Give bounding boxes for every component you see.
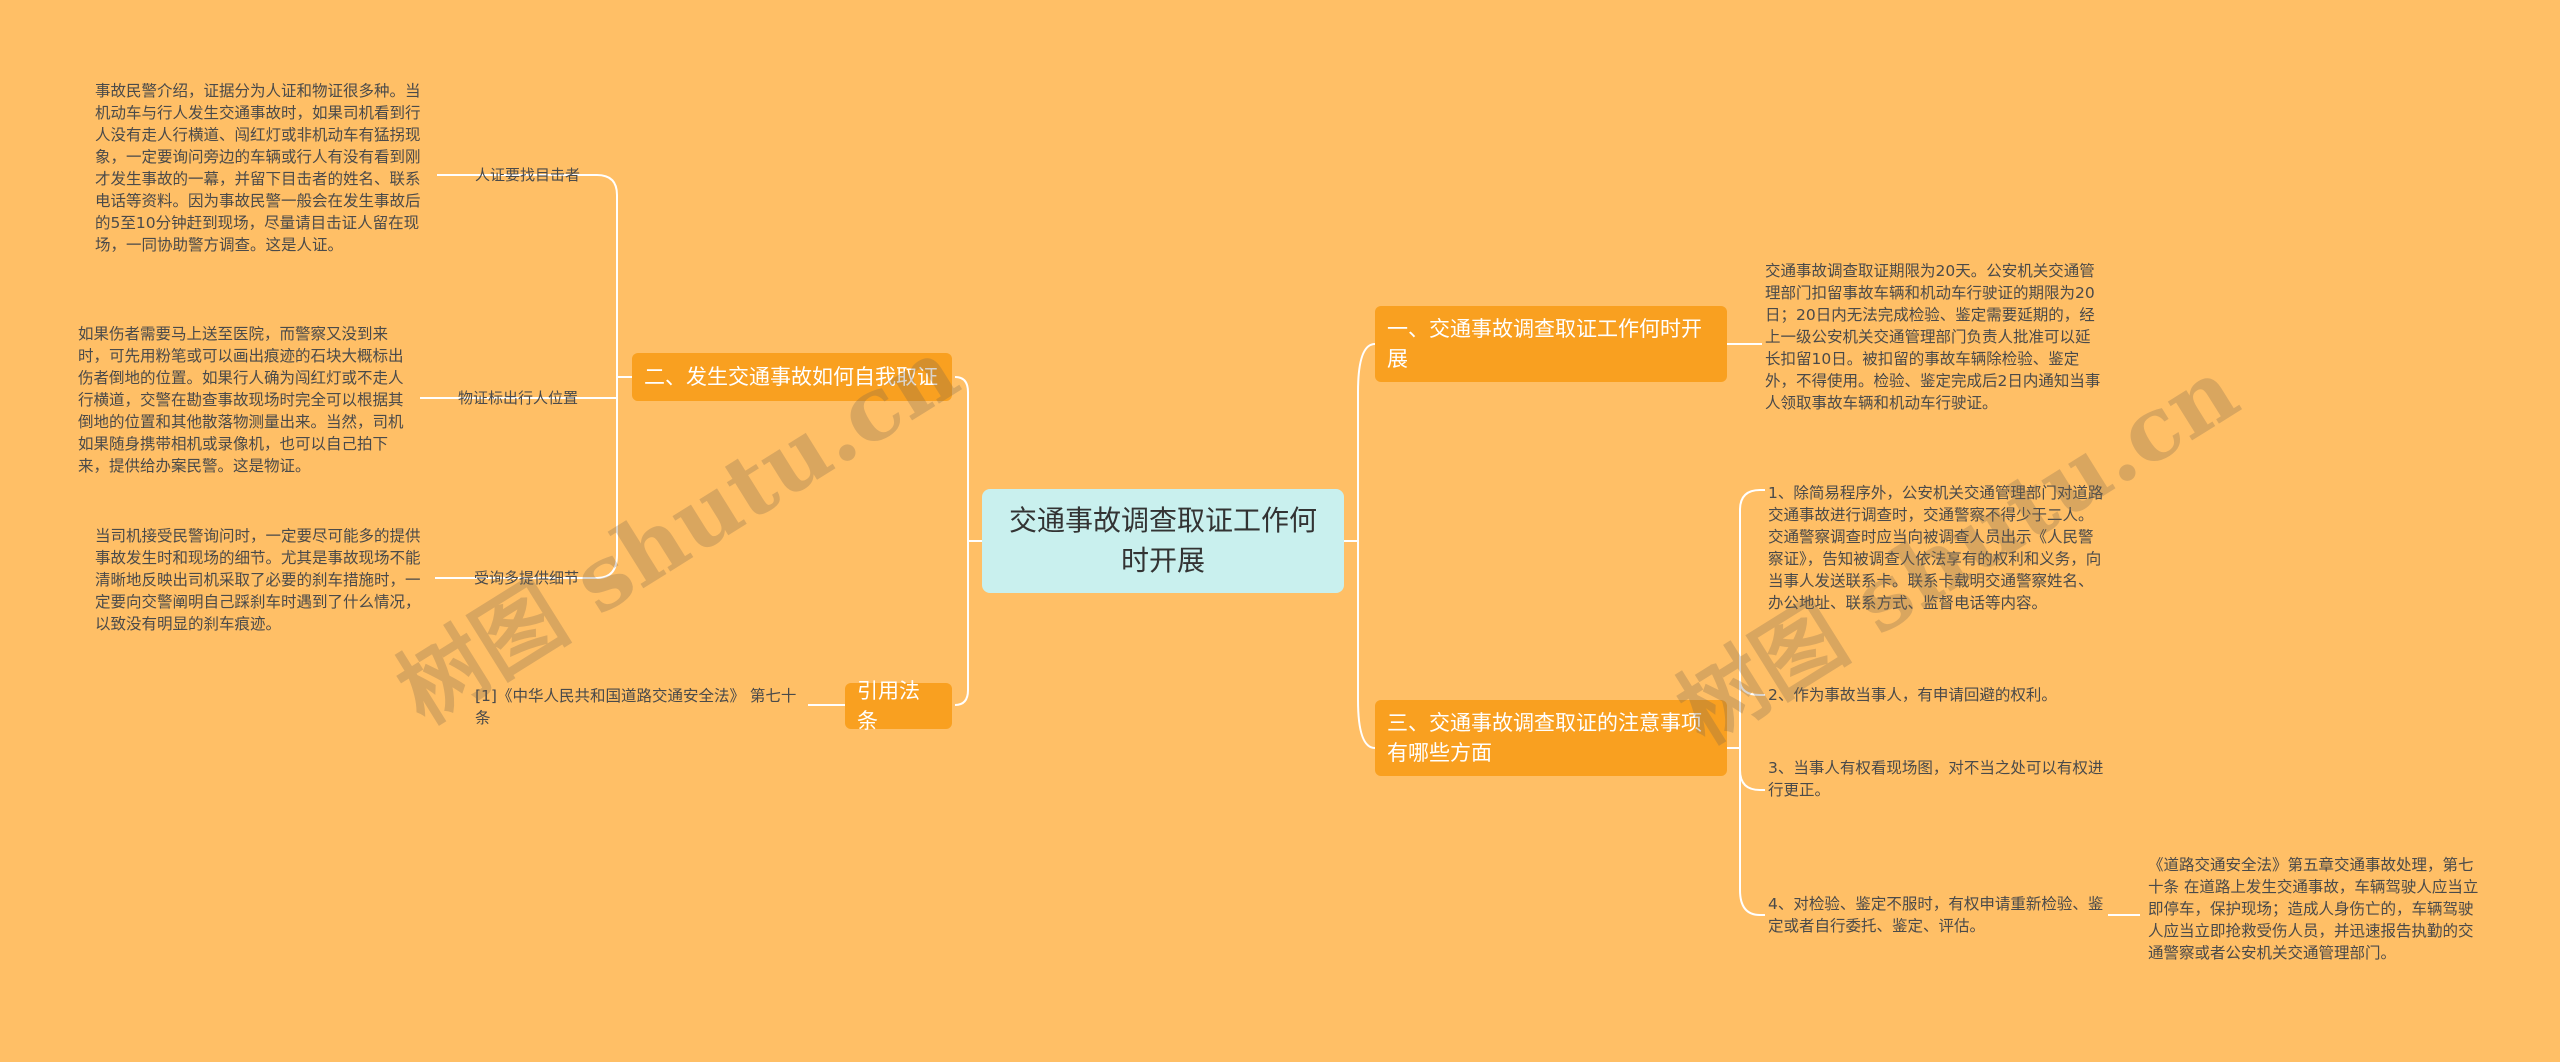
link-root-b1	[1344, 343, 1376, 542]
leaf-witness-text: 事故民警介绍，证据分为人证和物证很多种。当机动车与行人发生交通事故时，如果司机看…	[95, 82, 421, 254]
leaf-witness[interactable]: 人证要找目击者	[475, 164, 595, 186]
link-b3-items	[1727, 489, 1765, 749]
branch-self-evidence-label: 二、发生交通事故如何自我取证	[644, 365, 938, 389]
link-root-ref	[954, 541, 969, 706]
leaf-witness-label: 人证要找目击者	[475, 166, 581, 184]
leaf-details[interactable]: 受询多提供细节	[474, 567, 599, 589]
branch-notes-label: 三、交通事故调查取证的注意事项有哪些方面	[1387, 711, 1702, 765]
branch-reference-label: 引用法条	[857, 679, 920, 733]
leaf-physical-evidence[interactable]: 物证标出行人位置	[458, 387, 598, 409]
leaf-physical-evidence-text: 如果伤者需要马上送至医院，而警察又没到来时，可先用粉笔或可以画出痕迹的石块大概标…	[78, 325, 404, 475]
leaf-details-text: 当司机接受民警询问时，一定要尽可能多的提供事故发生时和现场的细节。尤其是事故现场…	[95, 527, 421, 633]
link-root-b2	[954, 376, 982, 542]
notes-item-4-detail: 《道路交通安全法》第五章交通事故处理，第七十条 在道路上发生交通事故，车辆驾驶人…	[2148, 856, 2479, 962]
branch-when-start-text: 交通事故调查取证期限为20天。公安机关交通管理部门扣留事故车辆和机动车行驶证的期…	[1765, 262, 2101, 412]
branch-reference[interactable]: 引用法条	[845, 679, 952, 733]
link-root-b3	[1357, 541, 1376, 749]
root-topic-label: 交通事故调查取证工作何时开展	[1008, 504, 1317, 577]
link-b2-leaves	[437, 174, 632, 378]
leaf-details-label: 受询多提供细节	[474, 569, 580, 587]
leaf-physical-evidence-label: 物证标出行人位置	[458, 389, 579, 407]
notes-item-1: 1、除简易程序外，公安机关交通管理部门对道路交通事故进行调查时，交通警察不得少于…	[1768, 484, 2104, 612]
branch-notes[interactable]: 三、交通事故调查取证的注意事项有哪些方面	[1375, 700, 1727, 776]
branch-self-evidence[interactable]: 二、发生交通事故如何自我取证	[632, 353, 952, 401]
branch-when-start-label: 一、交通事故调查取证工作何时开展	[1387, 317, 1702, 371]
notes-item-4: 4、对检验、鉴定不服时，有权申请重新检验、鉴定或者自行委托、鉴定、评估。	[1768, 895, 2104, 935]
root-topic[interactable]: 交通事故调查取证工作何时开展	[982, 489, 1344, 593]
branch-when-start[interactable]: 一、交通事故调查取证工作何时开展	[1375, 306, 1727, 382]
notes-item-3: 3、当事人有权看现场图，对不当之处可以有权进行更正。	[1768, 759, 2104, 799]
notes-item-2: 2、作为事故当事人，有申请回避的权利。	[1768, 686, 2057, 704]
reference-text: [1]《中华人民共和国道路交通安全法》 第七十条	[475, 687, 797, 727]
